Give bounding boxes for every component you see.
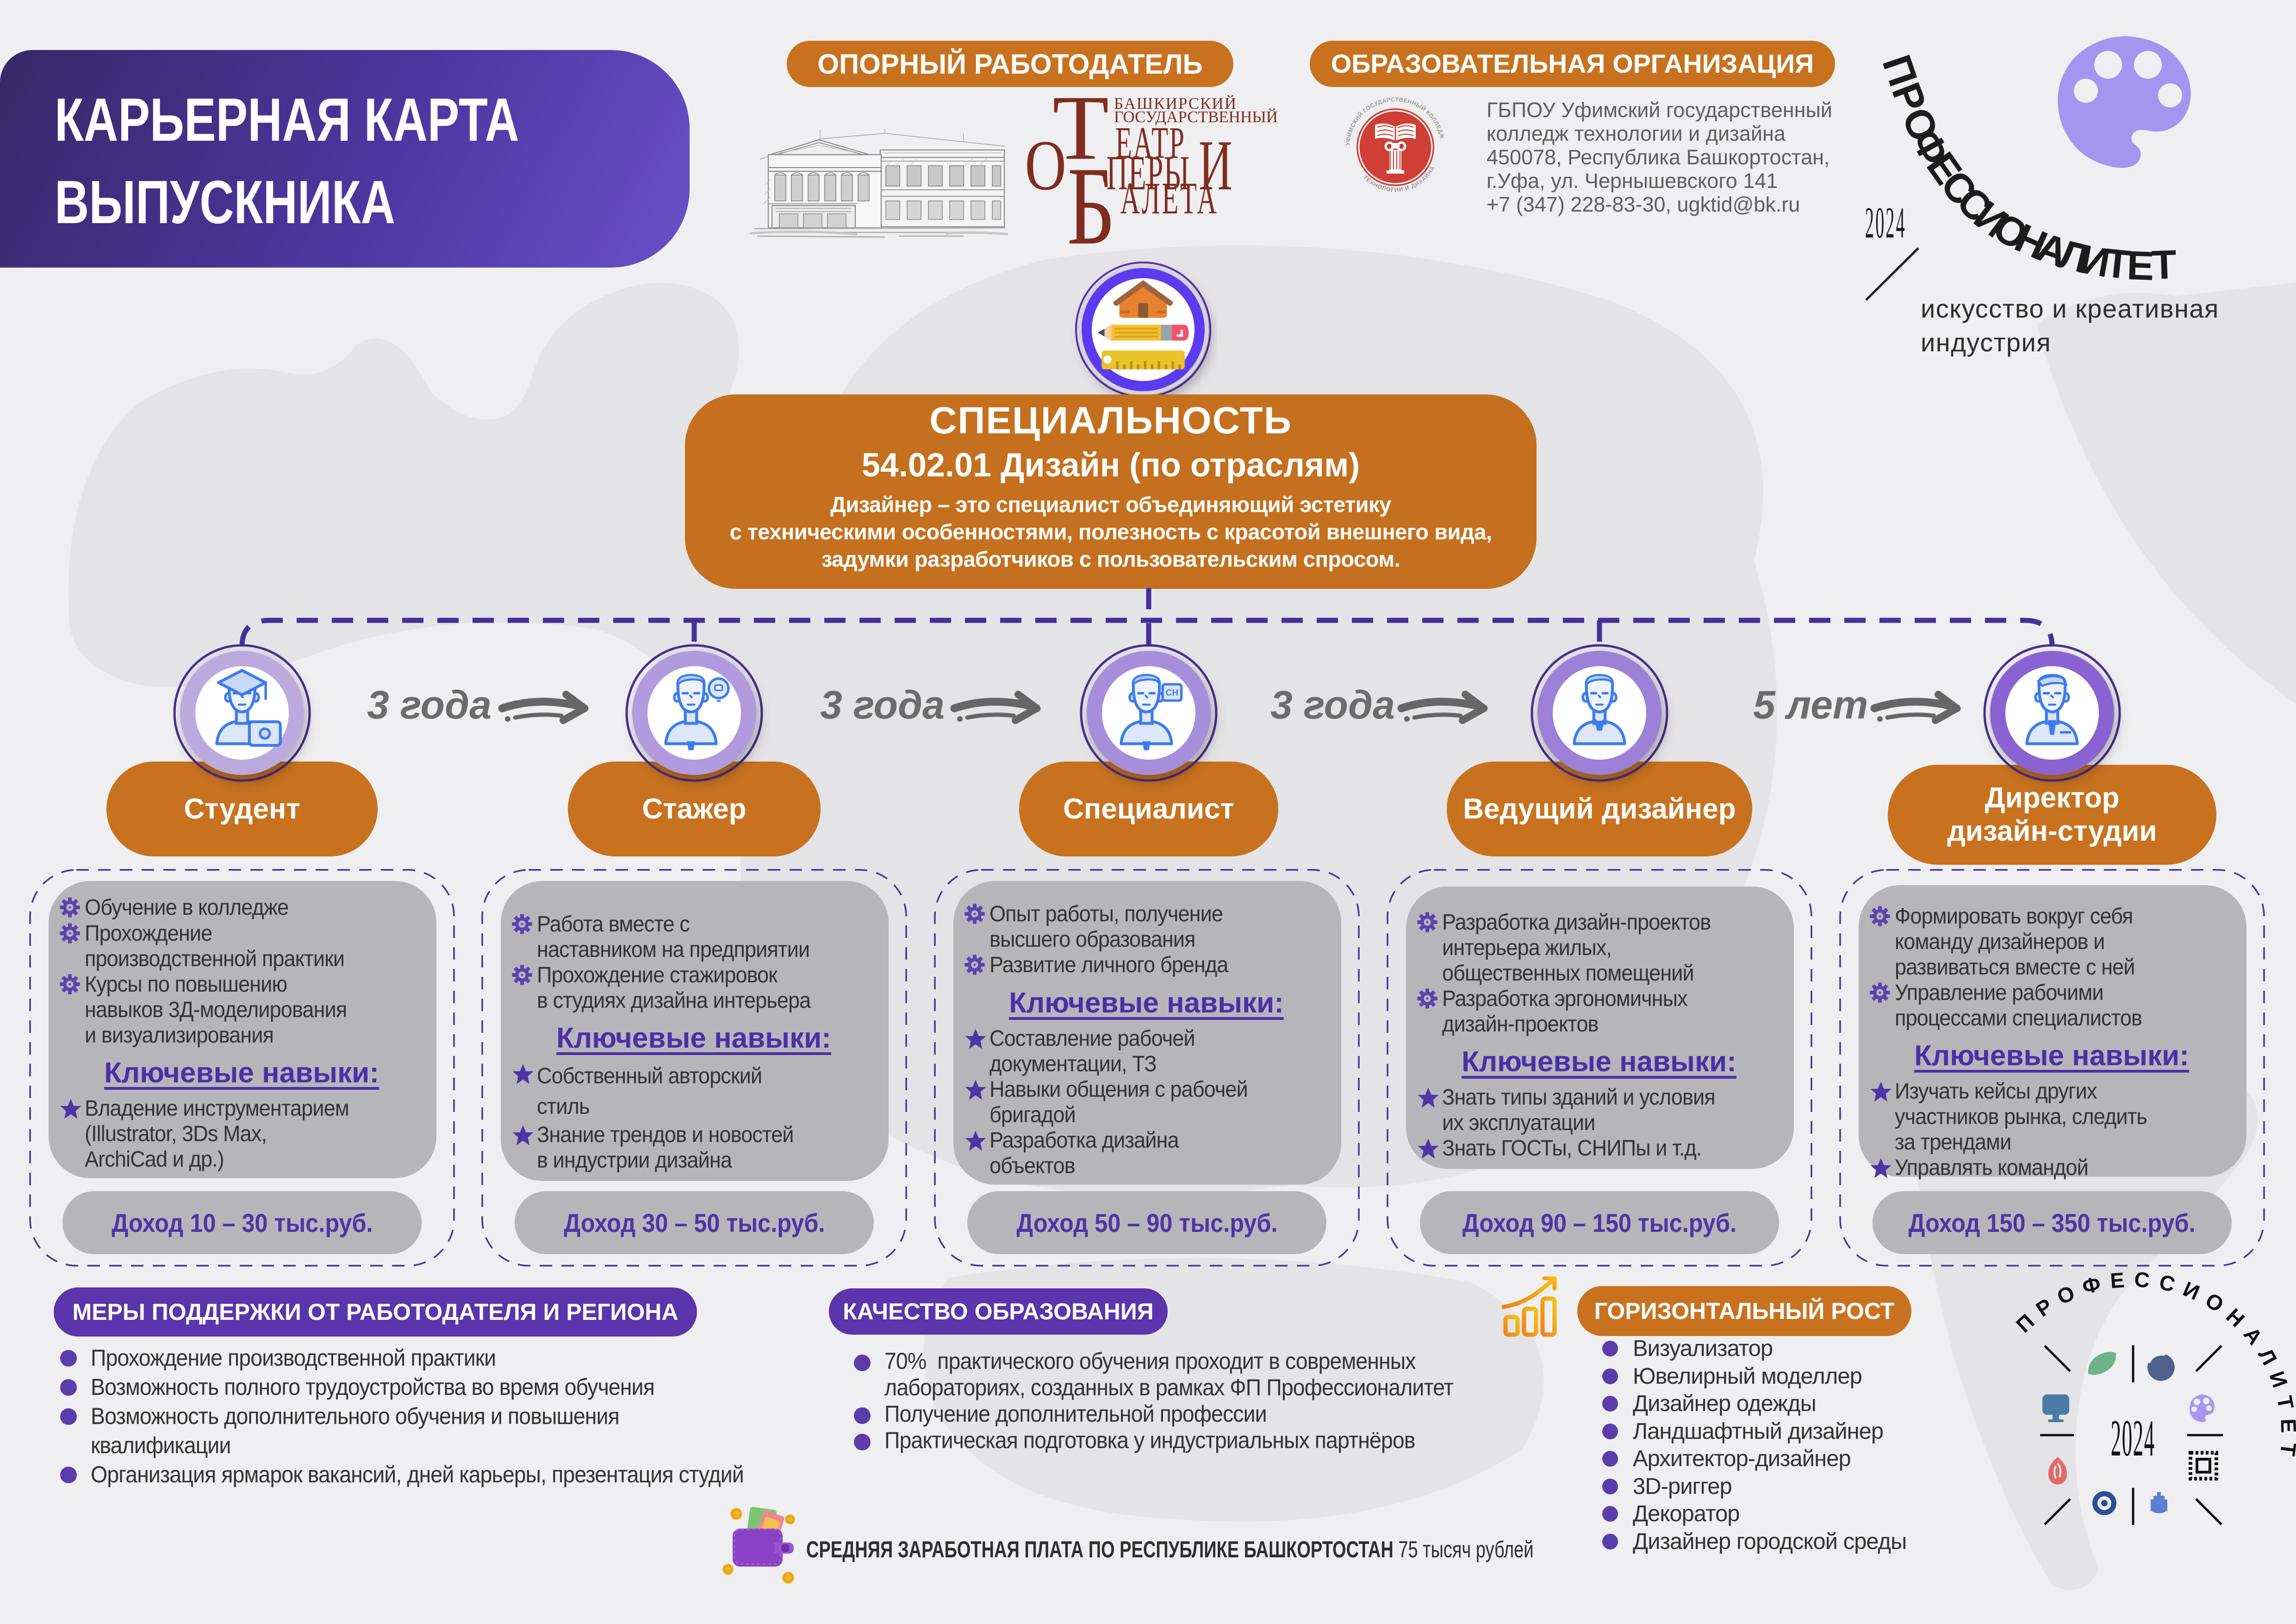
svg-text:О: О (1025, 126, 1066, 205)
svg-text:Е: Е (2126, 242, 2155, 289)
svg-text:ПЕРЫ: ПЕРЫ (1107, 145, 1190, 200)
svg-text:3 года: 3 года (820, 683, 945, 727)
svg-text:3 года: 3 года (1270, 683, 1395, 727)
svg-text:АЛЕТА: АЛЕТА (1120, 174, 1219, 224)
svg-text:ЕАТР: ЕАТР (1115, 118, 1185, 168)
svg-text:И: И (1199, 126, 1232, 206)
svg-text:5 лет: 5 лет (1753, 683, 1868, 727)
svg-text:БАШКИРСКИЙ: БАШКИРСКИЙ (1114, 94, 1237, 112)
svg-text:Т: Т (2103, 239, 2132, 287)
svg-text:Т: Т (1052, 83, 1109, 179)
svg-text:3 года: 3 года (367, 683, 492, 727)
svg-text:2024: 2024 (1865, 199, 1906, 247)
svg-text:Б: Б (1067, 144, 1115, 268)
svg-text:2024: 2024 (2111, 1410, 2155, 1467)
svg-text:Т: Т (2151, 241, 2177, 288)
svg-text:СН: СН (1165, 688, 1178, 698)
svg-text:ГОСУДАРСТВЕННЫЙ: ГОСУДАРСТВЕННЫЙ (1114, 108, 1278, 126)
